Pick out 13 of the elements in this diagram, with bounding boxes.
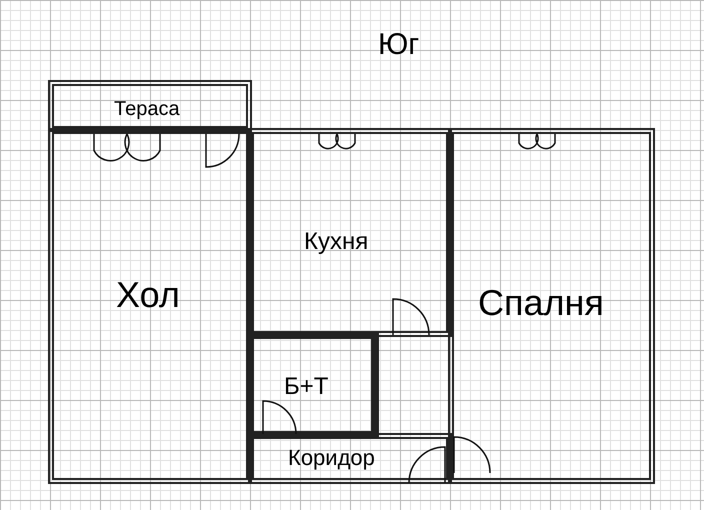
room-name: Коридор — [288, 445, 375, 471]
room-outline — [48, 128, 252, 484]
room-name: Б+Т — [284, 373, 328, 401]
compass-label: Юг — [378, 28, 420, 62]
room-outline — [448, 128, 655, 484]
room-outline — [248, 333, 377, 437]
room-name: Хол — [116, 274, 180, 316]
room-name: Тераса — [114, 98, 180, 121]
room-outline — [248, 128, 452, 337]
room-name: Спалня — [478, 282, 604, 324]
room-outline — [248, 433, 452, 484]
room-name: Кухня — [304, 228, 368, 256]
room-outline — [48, 80, 252, 132]
